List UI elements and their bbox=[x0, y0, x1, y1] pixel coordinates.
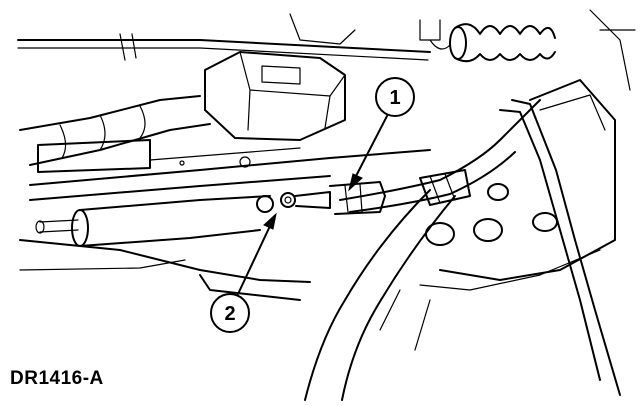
left-conduit bbox=[19, 95, 211, 173]
upper-rod bbox=[17, 33, 431, 61]
callout-1-number: 1 bbox=[389, 87, 400, 109]
frame-member bbox=[29, 147, 431, 201]
lower-frame bbox=[19, 239, 601, 351]
callout-1: 1 bbox=[348, 77, 415, 192]
lower-cylinder bbox=[35, 195, 271, 247]
right-bracket bbox=[425, 9, 636, 396]
figure-id-label: DR1416-A bbox=[10, 368, 104, 389]
brake-cable bbox=[304, 99, 541, 401]
coil-spring bbox=[419, 19, 556, 63]
connector-block bbox=[204, 13, 356, 141]
callout-2: 2 bbox=[210, 212, 277, 333]
callout-2-number: 2 bbox=[224, 303, 235, 325]
